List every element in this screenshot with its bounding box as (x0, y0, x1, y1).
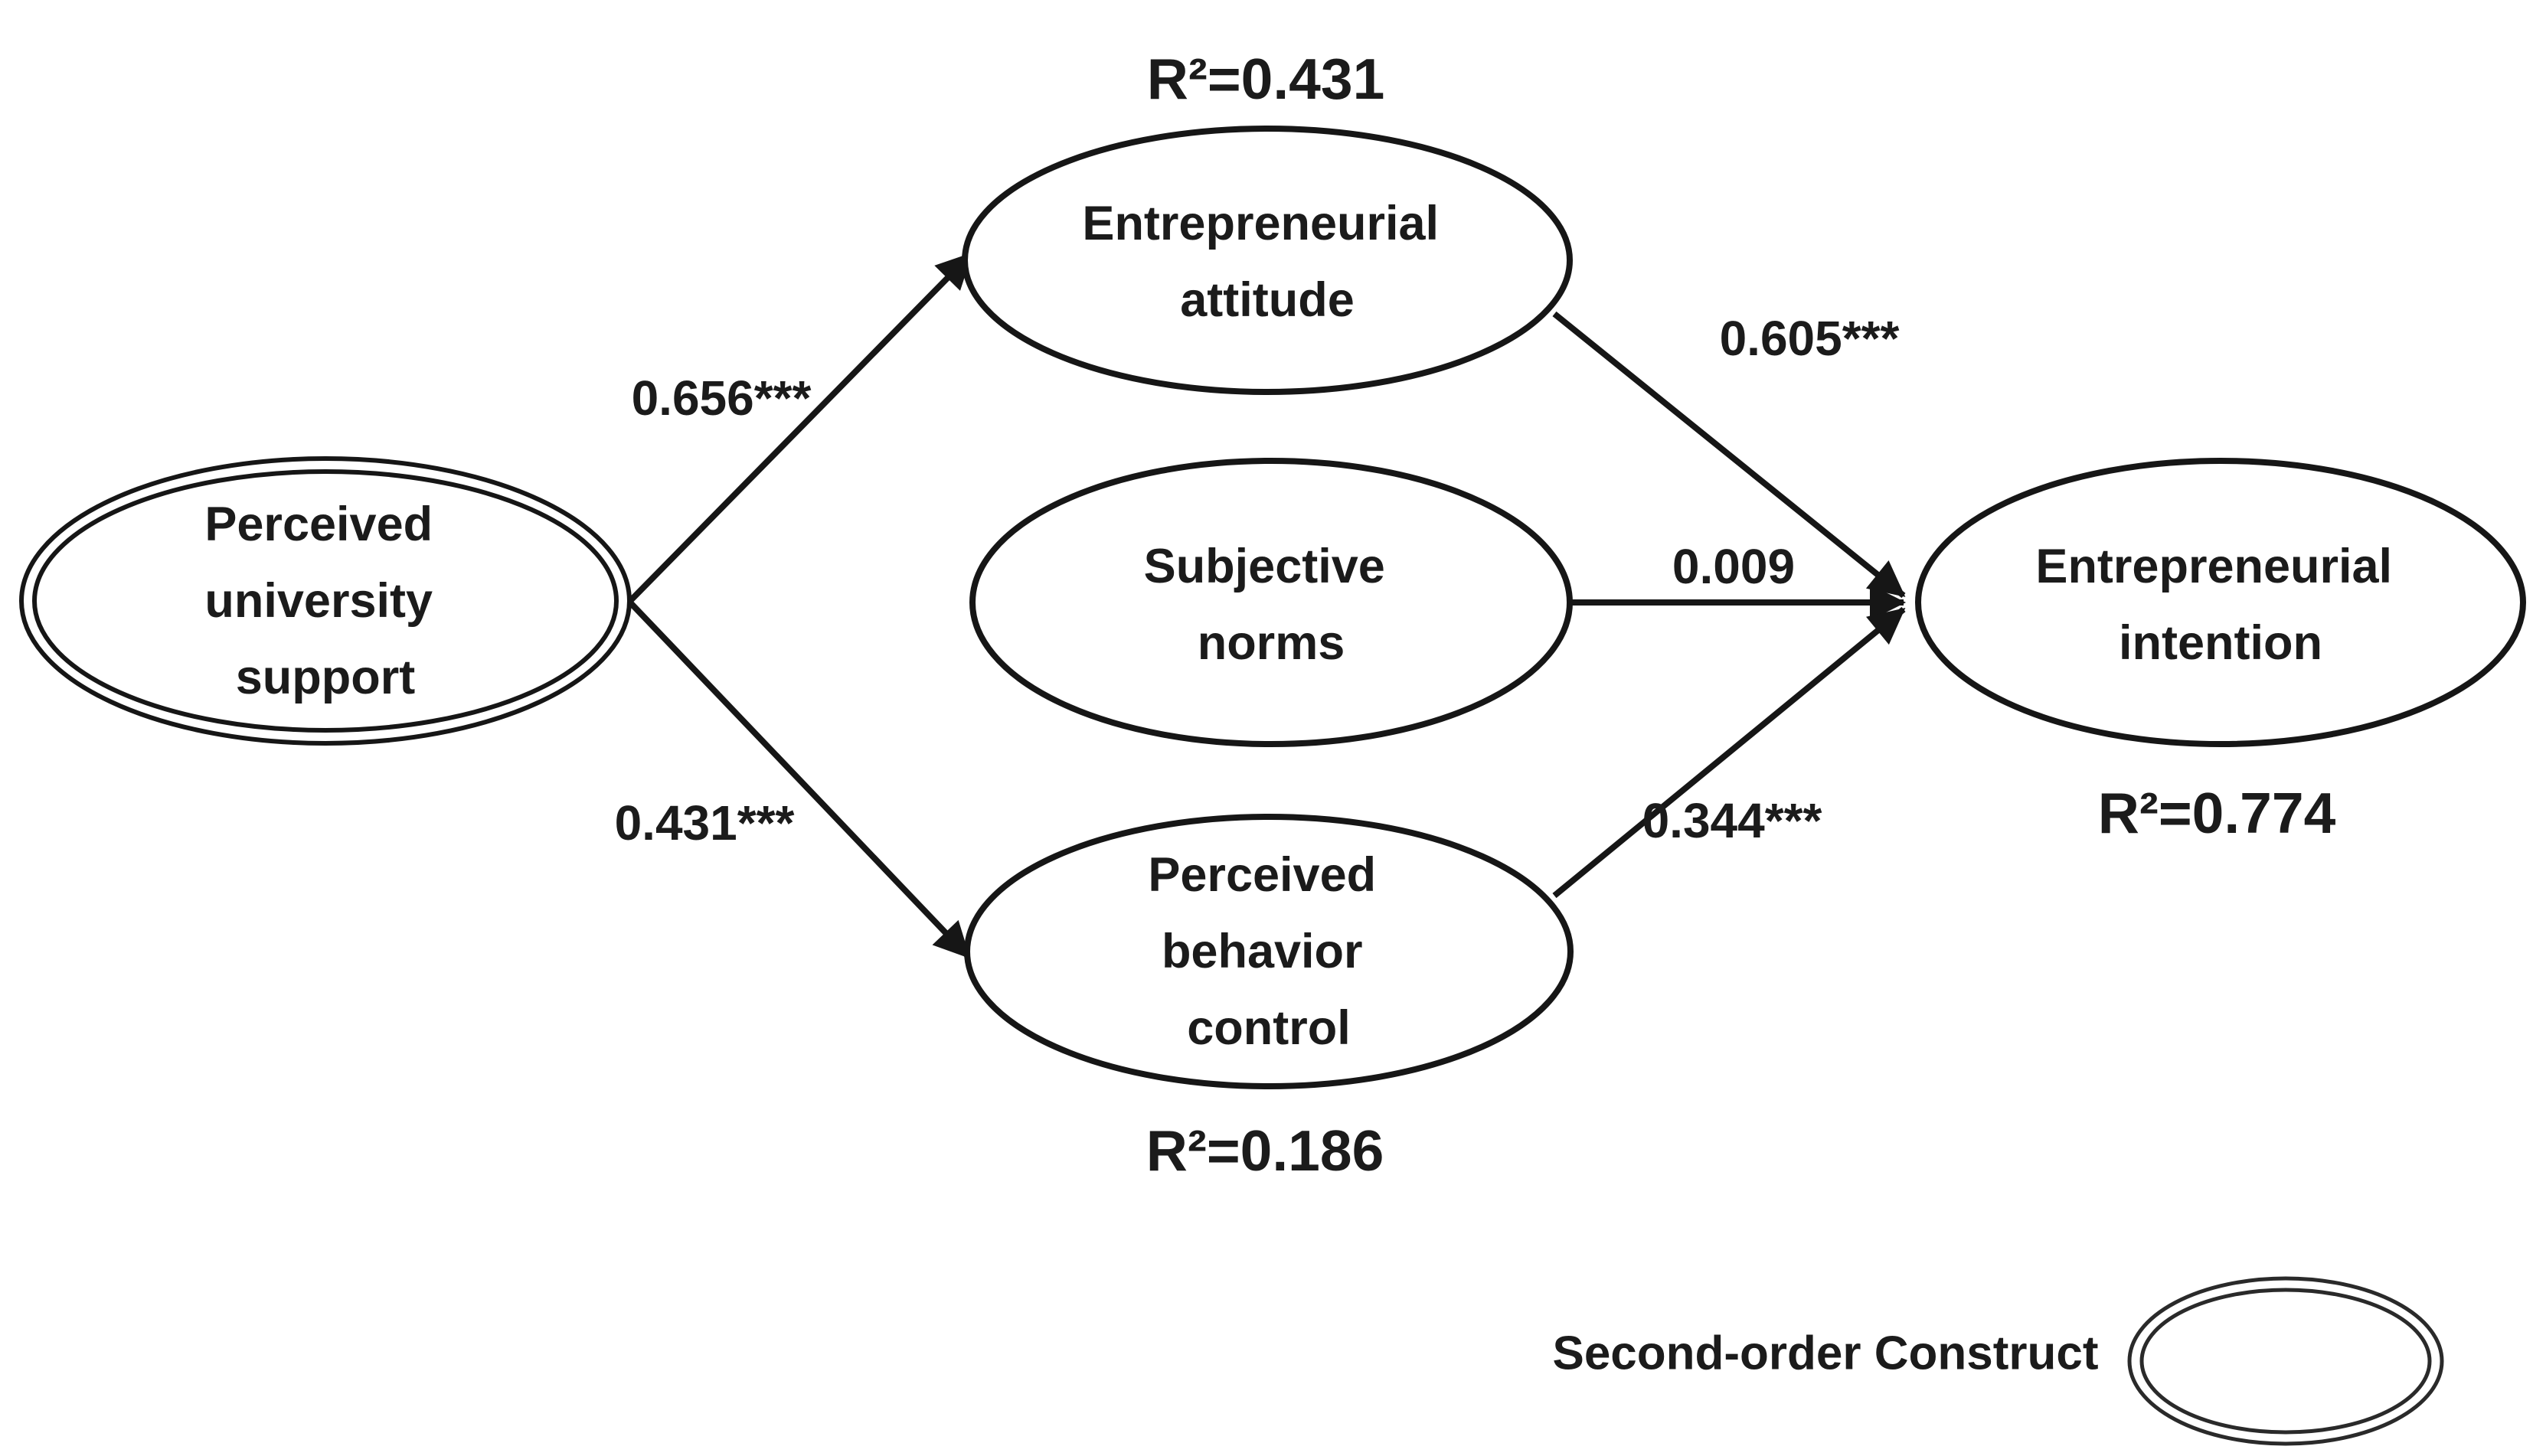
node-label-ei: Entrepreneurial intention (2035, 524, 2405, 670)
path-coefficient-labels: 0.656*** 0.431*** 0.605*** 0.009 0.344**… (615, 311, 1900, 850)
ellipse-perceived-behavior-control (964, 814, 1574, 1089)
node-label-ea: Entrepreneurial attitude (1082, 181, 1452, 327)
construct-entrepreneurial-intention: Entrepreneurial intention R²=0.774 (1915, 458, 2526, 845)
arrow-pus-to-ea (627, 252, 973, 604)
second-order-ellipse-inner (32, 469, 619, 733)
legend-ellipse-inner (2139, 1288, 2432, 1435)
arrow-pbc-to-ei (1552, 606, 1906, 899)
ellipse-entrepreneurial-attitude (962, 126, 1573, 395)
ellipse-subjective-norms (969, 458, 1573, 747)
legend-label: Second-order Construct (1552, 1327, 2098, 1380)
coefficient-pus-to-ea: 0.656*** (632, 371, 812, 426)
r2-label-entrepreneurial-attitude: R²=0.431 (1147, 47, 1385, 111)
second-order-ellipse-icon (2127, 1276, 2444, 1446)
node-label-pbc: Perceived behavior control (1148, 832, 1389, 1055)
arrow-ea-to-ei (1552, 311, 1906, 599)
r2-label-perceived-behavior-control: R²=0.186 (1146, 1118, 1384, 1183)
coefficient-pbc-to-ei: 0.344*** (1642, 793, 1822, 848)
construct-subjective-norms: Subjective norms (969, 458, 1573, 747)
ellipse-entrepreneurial-intention (1915, 458, 2526, 747)
coefficient-pus-to-pbc: 0.431*** (615, 795, 795, 850)
arrow-pus-to-pbc (627, 599, 971, 959)
construct-entrepreneurial-attitude: Entrepreneurial attitude R²=0.431 (962, 47, 1573, 395)
construct-perceived-behavior-control: Perceived behavior control R²=0.186 (964, 814, 1574, 1183)
path-arrows (627, 252, 1907, 959)
node-label-sn: Subjective norms (1144, 524, 1399, 670)
construct-perceived-university-support: Perceived university support (19, 456, 632, 746)
coefficient-ea-to-ei: 0.605*** (1720, 311, 1900, 366)
r2-label-entrepreneurial-intention: R²=0.774 (2098, 781, 2336, 845)
legend: Second-order Construct (1552, 1276, 2444, 1446)
coefficient-sn-to-ei: 0.009 (1672, 539, 1795, 594)
node-label-pus: Perceived university support (204, 482, 446, 704)
